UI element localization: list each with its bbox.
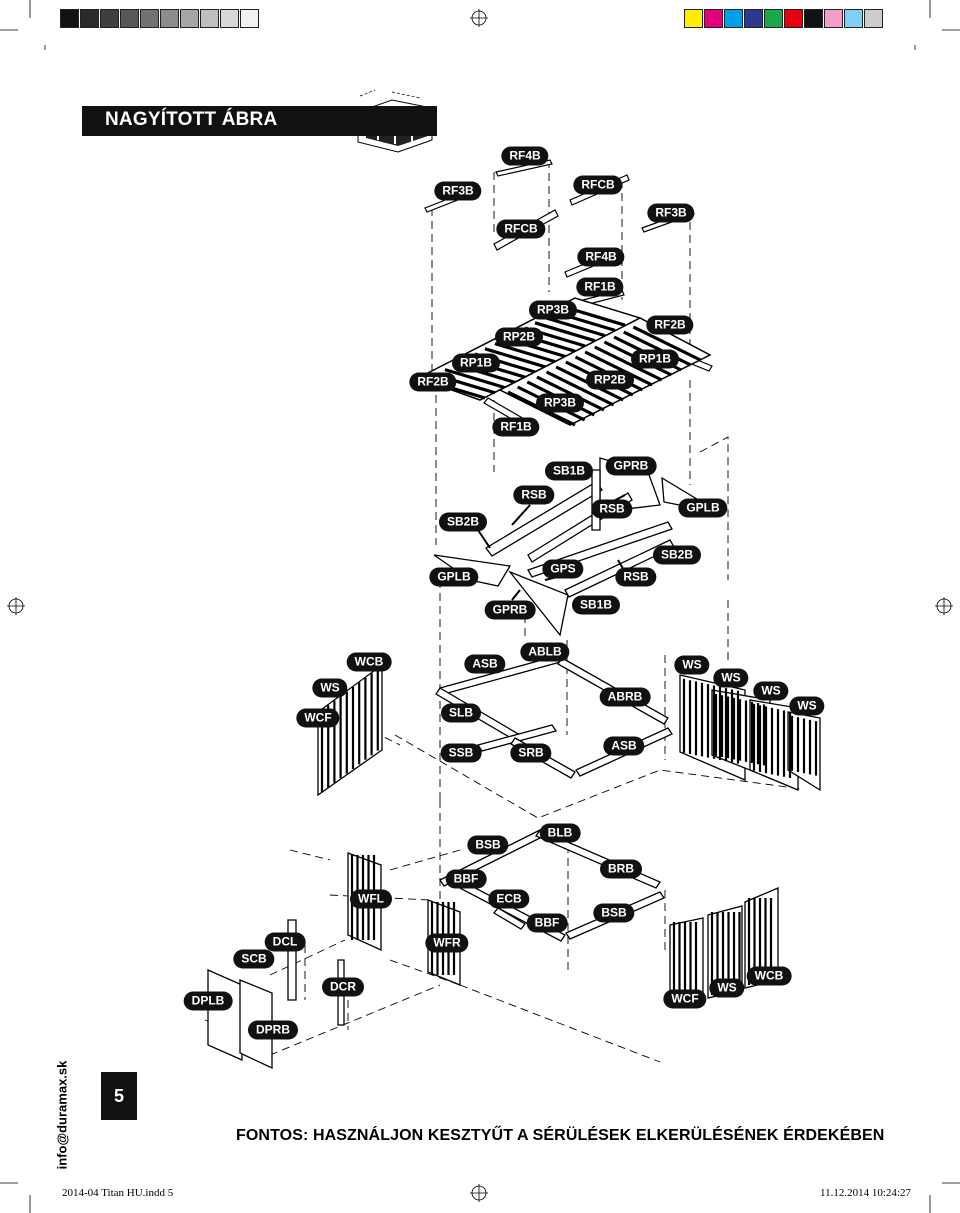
part-label-rp3b: RP3B (535, 393, 585, 413)
gray-swatch (240, 9, 259, 28)
contact-email: info@duramax.sk (54, 1060, 70, 1170)
part-label-ws: WS (789, 696, 825, 716)
part-label-rp1b: RP1B (630, 349, 680, 369)
part-label-rfcb: RFCB (496, 219, 546, 239)
part-label-rf1b: RF1B (576, 277, 624, 297)
part-label-brb: BRB (600, 859, 642, 879)
part-label-gplb: GPLB (429, 567, 479, 587)
part-label-abrb: ABRB (599, 687, 651, 707)
part-label-blb: BLB (539, 823, 581, 843)
part-label-rf3b: RF3B (647, 203, 695, 223)
part-label-ssb: SSB (440, 743, 482, 763)
part-label-ws: WS (674, 655, 710, 675)
color-swatch (784, 9, 803, 28)
part-label-scb: SCB (233, 949, 275, 969)
part-label-rf4b: RF4B (577, 247, 625, 267)
part-label-gprb: GPRB (484, 600, 536, 620)
part-label-dcl: DCL (264, 932, 306, 952)
part-label-bsb: BSB (467, 835, 509, 855)
part-label-bbf: BBF (526, 913, 568, 933)
gray-swatch (200, 9, 219, 28)
gray-swatch (180, 9, 199, 28)
part-label-gps: GPS (542, 559, 584, 579)
color-swatch (724, 9, 743, 28)
part-label-wfr: WFR (425, 933, 469, 953)
part-label-asb: ASB (464, 654, 506, 674)
part-label-rp2b: RP2B (585, 370, 635, 390)
part-label-ws: WS (709, 978, 745, 998)
part-label-ws: WS (312, 678, 348, 698)
alignment-guides (204, 160, 803, 1063)
registration-mark-icon (7, 9, 953, 1202)
part-label-rsb: RSB (615, 567, 657, 587)
file-slug: 2014-04 Titan HU.indd 5 (62, 1187, 174, 1199)
color-swatch (844, 9, 863, 28)
part-label-rf1b: RF1B (492, 417, 540, 437)
header-bar (82, 106, 437, 136)
part-label-wcf: WCF (296, 708, 340, 728)
part-label-sb1b: SB1B (544, 461, 594, 481)
part-label-wcb: WCB (346, 652, 392, 672)
color-swatch (864, 9, 883, 28)
print-timestamp: 11.12.2014 10:24:27 (820, 1187, 911, 1199)
part-label-rp1b: RP1B (451, 353, 501, 373)
part-label-wfl: WFL (350, 889, 392, 909)
part-label-rf3b: RF3B (434, 181, 482, 201)
part-label-sb1b: SB1B (571, 595, 621, 615)
gray-swatch (100, 9, 119, 28)
page-number: 5 (101, 1072, 137, 1120)
part-label-wcb: WCB (746, 966, 792, 986)
part-label-sb2b: SB2B (652, 545, 702, 565)
gray-swatch (60, 9, 79, 28)
page-title: NAGYÍTOTT ÁBRA (105, 109, 278, 130)
color-swatch (744, 9, 763, 28)
part-label-rfcb: RFCB (573, 175, 623, 195)
part-label-rp3b: RP3B (528, 300, 578, 320)
part-label-rf4b: RF4B (501, 146, 549, 166)
color-swatch (684, 9, 703, 28)
color-swatch (764, 9, 783, 28)
part-label-rsb: RSB (513, 485, 555, 505)
gray-swatch (160, 9, 179, 28)
part-label-wcf: WCF (663, 989, 707, 1009)
gray-swatch (140, 9, 159, 28)
part-label-ws: WS (753, 681, 789, 701)
part-label-rsb: RSB (591, 499, 633, 519)
part-label-dplb: DPLB (183, 991, 233, 1011)
wall-panels (207, 663, 821, 1070)
part-label-gplb: GPLB (678, 498, 728, 518)
gray-swatch (120, 9, 139, 28)
part-label-bbf: BBF (445, 869, 487, 889)
gray-swatch (220, 9, 239, 28)
gray-swatch (80, 9, 99, 28)
part-label-asb: ASB (603, 736, 645, 756)
part-label-dcr: DCR (322, 977, 364, 997)
part-label-srb: SRB (510, 743, 552, 763)
part-label-gprb: GPRB (605, 456, 657, 476)
color-swatch (824, 9, 843, 28)
part-label-slb: SLB (441, 703, 481, 723)
part-label-rp2b: RP2B (494, 327, 544, 347)
part-label-bsb: BSB (593, 903, 635, 923)
color-swatch (704, 9, 723, 28)
color-swatch (804, 9, 823, 28)
part-label-dprb: DPRB (247, 1020, 299, 1040)
part-label-sb2b: SB2B (438, 512, 488, 532)
part-label-ecb: ECB (488, 889, 530, 909)
part-label-rf2b: RF2B (646, 315, 694, 335)
part-label-rf2b: RF2B (409, 372, 457, 392)
part-label-ws: WS (713, 668, 749, 688)
safety-warning: FONTOS: HASZNÁLJON KESZTYŰT A SÉRÜLÉSEK … (236, 1127, 885, 1144)
part-label-ablb: ABLB (520, 642, 570, 662)
